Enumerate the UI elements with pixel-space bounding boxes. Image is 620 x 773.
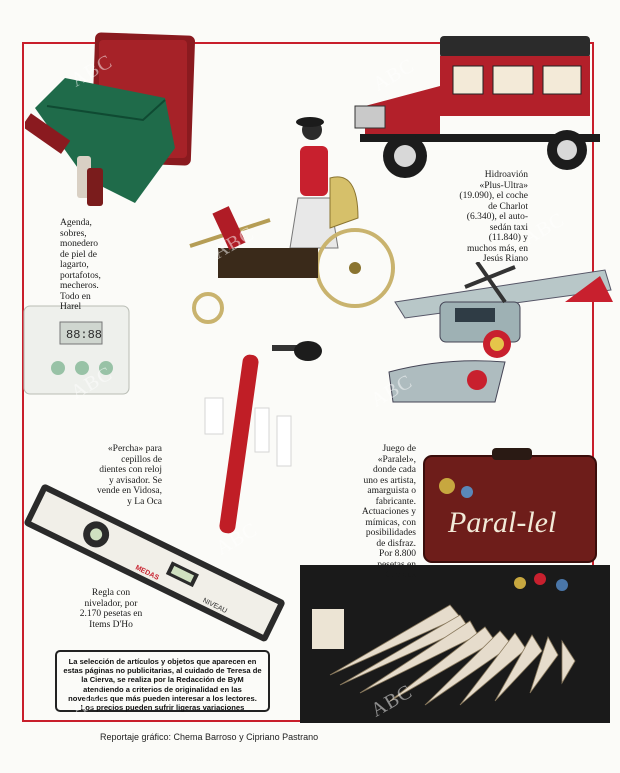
editorial-notice: La selección de artículos y objetos que … [55, 650, 270, 712]
svg-text:88:88: 88:88 [66, 328, 102, 342]
photo-credits: Reportaje gráfico: Chema Barroso y Cipri… [100, 732, 319, 742]
level-ruler-photo: MEDAS NIVEAU [24, 484, 285, 642]
toothbrush-clock-photo: 88:88 [23, 305, 130, 395]
windup-key-photo [272, 341, 322, 361]
charlot-tricycle-photo [189, 117, 395, 324]
toothbrush-holder-photo [204, 354, 292, 534]
toy-taxi-photo [354, 36, 600, 178]
caption-hidroavion: Hidroavión«Plus-Ultra» (19.090), el coch… [459, 170, 528, 264]
paral-lel-suitcase-photo: Paral-lel [423, 448, 597, 563]
seaplane-photo [388, 262, 613, 403]
agenda-set-photo [25, 32, 195, 206]
suitcase-label: Paral-lel [447, 506, 556, 539]
playing-cards-fan-photo [300, 565, 610, 723]
